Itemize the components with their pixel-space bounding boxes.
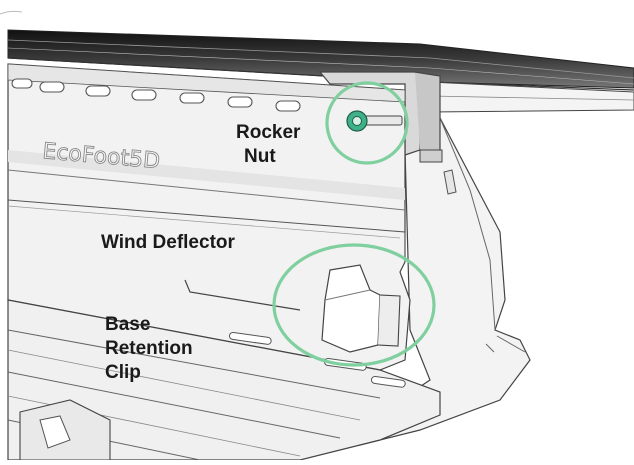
solar-panel <box>7 29 634 113</box>
deflector-slots <box>11 78 301 112</box>
base-retention-clip-label-line-1: Base <box>105 314 151 335</box>
wind-deflector: EcoFoot5D <box>7 63 411 371</box>
base-retention-clip-label-line-2: Retention <box>105 338 193 359</box>
ballast-base <box>359 117 531 446</box>
base-retention-clip-label-line-3: Clip <box>105 362 141 383</box>
rocker-nut-label-line-2: Nut <box>244 146 276 167</box>
retention-clip <box>321 264 401 353</box>
rocker-nut-label-line-1: Rocker <box>236 122 301 143</box>
retention-clip-highlight <box>272 243 436 367</box>
base-tray <box>7 299 441 461</box>
rocker-bolt <box>346 110 403 132</box>
mounting-bracket <box>318 71 443 163</box>
rocker-nut-highlight <box>325 81 409 165</box>
wind-deflector-label: Wind Deflector <box>101 232 235 253</box>
rocker-nut-label: Rocker Nut <box>236 121 300 169</box>
edge-mark <box>0 10 23 15</box>
base-retention-clip-label: Base Retention Clip <box>105 313 193 385</box>
